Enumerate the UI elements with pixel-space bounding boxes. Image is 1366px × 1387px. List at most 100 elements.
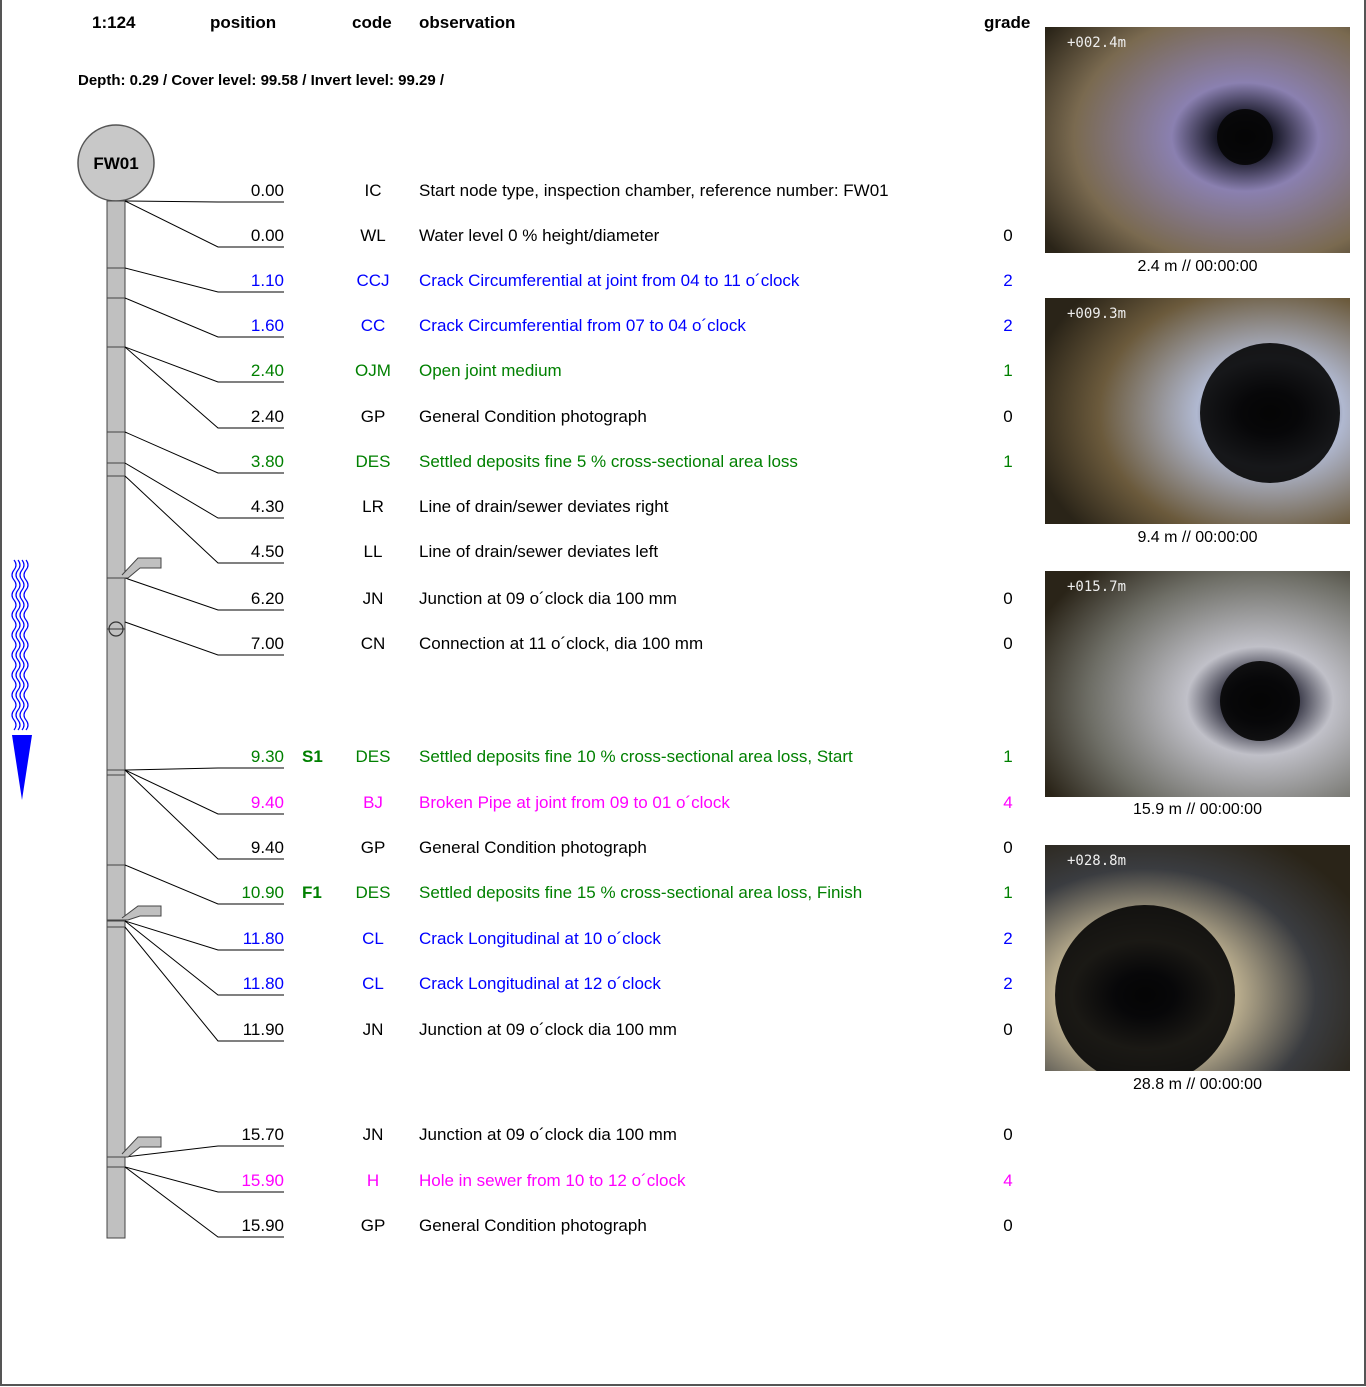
leader-line (124, 346, 284, 429)
junction-branch-icon (107, 905, 162, 921)
observation-position: 15.90 (241, 1216, 284, 1235)
observation-text: Connection at 11 o´clock, dia 100 mm (419, 634, 704, 653)
observation-grade: 0 (1003, 1216, 1013, 1235)
pipe-joints (107, 267, 125, 1168)
leader-line (124, 1166, 284, 1193)
observation-grade: 1 (1003, 883, 1013, 902)
observation-position: 11.90 (242, 1020, 284, 1039)
observation-code: GP (360, 838, 386, 857)
position-header: position (210, 13, 277, 32)
observation-text: Open joint medium (419, 361, 562, 380)
node-label: FW01 (93, 154, 138, 173)
observation-position: 9.40 (250, 793, 284, 812)
observation-code: LL (363, 542, 383, 561)
observation-position: 2.40 (250, 361, 284, 380)
observation-position: 11.80 (242, 929, 284, 948)
observation-code: IC (364, 181, 382, 200)
observation-row: 2.40 OJM Open joint medium 1 (0, 361, 1040, 385)
observation-text: Start node type, inspection chamber, ref… (419, 181, 889, 200)
observation-text: General Condition photograph (419, 1216, 647, 1235)
observation-code: CC (360, 316, 386, 335)
observation-code: DES (355, 883, 391, 902)
observation-position: 9.30 (250, 747, 284, 766)
observation-grade: 0 (1003, 226, 1013, 245)
inspection-photo[interactable]: +028.8m (1045, 845, 1350, 1071)
photo-distance-overlay: +015.7m (1067, 579, 1127, 595)
observation-grade: 2 (1003, 974, 1013, 993)
pipe-photo-image (1045, 845, 1350, 1071)
observation-grade: 0 (1003, 589, 1013, 608)
section-marker: F1 (302, 883, 322, 902)
observation-grade: 1 (1003, 361, 1013, 380)
observation-code: BJ (363, 793, 383, 812)
inspection-photo[interactable]: +002.4m (1045, 27, 1350, 253)
observation-code: CN (360, 634, 386, 653)
observation-position: 1.60 (250, 316, 284, 335)
leader-line (124, 920, 284, 951)
photo-caption: 28.8 m // 00:00:00 (1133, 1076, 1262, 1093)
observation-text: Settled deposits fine 5 % cross-sectiona… (419, 452, 798, 471)
observation-position: 1.10 (250, 271, 284, 290)
leader-line (124, 431, 284, 474)
leader-line (124, 200, 284, 248)
observation-position: 0.00 (250, 181, 284, 200)
observation-position: 4.30 (250, 497, 284, 516)
leader-line (124, 621, 284, 656)
observation-position: 9.40 (250, 838, 284, 857)
observation-grade: 2 (1003, 271, 1013, 290)
observation-code: WL (360, 226, 386, 245)
observation-text: Line of drain/sewer deviates right (419, 497, 669, 516)
photo-caption: 15.9 m // 00:00:00 (1133, 801, 1262, 818)
observation-text: Junction at 09 o´clock dia 100 mm (419, 1125, 677, 1144)
observation-code: GP (360, 407, 386, 426)
pipe-photo-image (1045, 298, 1350, 524)
observation-grade: 0 (1003, 407, 1013, 426)
inspection-photo[interactable]: +015.7m (1045, 571, 1350, 797)
section-marker: S1 (302, 747, 323, 766)
observation-text: Settled deposits fine 15 % cross-section… (419, 883, 863, 902)
leader-line (124, 864, 284, 905)
observation-code: JN (362, 1125, 384, 1144)
observation-code: CL (362, 929, 384, 948)
observation-text: Crack Circumferential from 07 to 04 o´cl… (419, 316, 746, 335)
observation-text: General Condition photograph (419, 838, 647, 857)
observation-grade: 2 (1003, 929, 1013, 948)
observation-row: 15.70 JN Junction at 09 o´clock dia 100 mm… (0, 1125, 1040, 1149)
observation-grade: 4 (1003, 793, 1013, 812)
leader-line (124, 1145, 284, 1158)
observation-position: 2.40 (250, 407, 284, 426)
leader-line (124, 346, 284, 383)
photo-distance-overlay: +009.3m (1067, 306, 1127, 322)
observation-code: LR (362, 497, 384, 516)
observation-code: CCJ (356, 271, 390, 290)
observation-code: OJM (355, 361, 391, 380)
observation-code: CL (362, 974, 384, 993)
observation-grade: 1 (1003, 452, 1013, 471)
observation-position: 0.00 (250, 226, 284, 245)
pipe-body (106, 200, 126, 1239)
observation-row: 0.00 IC Start node type, inspection chambe… (0, 181, 1040, 205)
observation-grade: 2 (1003, 316, 1013, 335)
observation-text: Hole in sewer from 10 to 12 o´clock (419, 1171, 686, 1190)
observation-text: Crack Circumferential at joint from 04 t… (419, 271, 800, 290)
leader-line (124, 462, 284, 519)
photo-distance-overlay: +002.4m (1067, 35, 1127, 51)
leader-line (124, 1166, 284, 1238)
observation-position: 15.70 (241, 1125, 284, 1144)
observation-text: Line of drain/sewer deviates left (419, 542, 659, 561)
observation-position: 15.90 (241, 1171, 284, 1190)
observation-text: Junction at 09 o´clock dia 100 mm (419, 1020, 677, 1039)
inspection-photo[interactable]: +009.3m (1045, 298, 1350, 524)
observation-position: 11.80 (242, 974, 284, 993)
observation-text: Settled deposits fine 10 % cross-section… (419, 747, 853, 766)
